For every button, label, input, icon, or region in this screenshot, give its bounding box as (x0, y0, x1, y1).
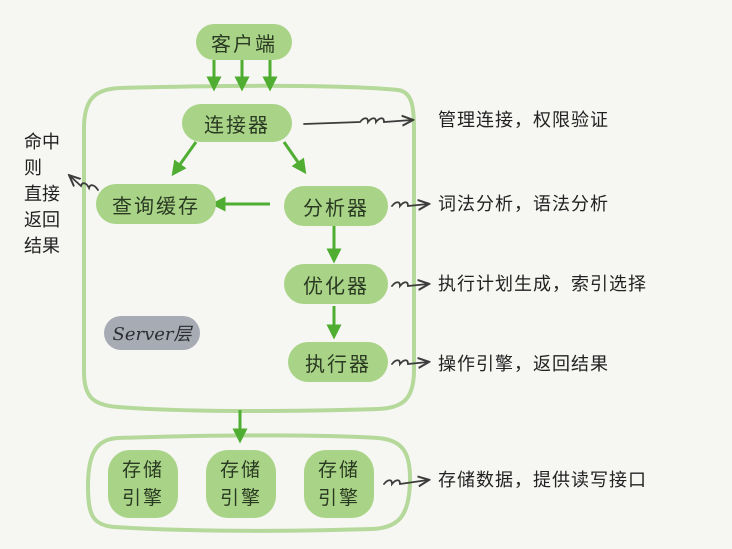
server-layer-label: Server层 (104, 316, 200, 350)
connector-node: 连接器 (182, 104, 292, 142)
connector-to-analyzer-arrow (282, 141, 307, 175)
storage-engine-3-line2: 引擎 (317, 487, 360, 509)
storage-engine-1: 存储 引擎 (108, 450, 178, 518)
cache-hit-arrow (70, 176, 99, 191)
cache-hit-note-line: 则 (24, 158, 42, 179)
cache-hit-note-line: 返回 (24, 210, 60, 231)
query-cache-node: 查询缓存 (96, 184, 216, 224)
storage-engine-3-line1: 存储 (317, 459, 360, 481)
connector-note-arrow (303, 118, 412, 124)
cache-hit-note-line: 结果 (24, 236, 60, 257)
analyzer-note: 词法分析，语法分析 (438, 194, 609, 215)
executor-note: 操作引擎，返回结果 (438, 354, 609, 375)
connector-note: 管理连接，权限验证 (438, 110, 609, 131)
engine-note: 存储数据，提供读写接口 (438, 470, 647, 491)
storage-engine-3: 存储 引擎 (304, 450, 374, 518)
cache-hit-note: 命中 则 直接 返回 结果 (24, 130, 60, 260)
storage-engine-2-line2: 引擎 (219, 487, 262, 509)
optimizer-note-arrow (391, 282, 428, 286)
storage-engine-2-line1: 存储 (219, 459, 262, 481)
executor-node: 执行器 (288, 342, 388, 382)
engine-note-arrow (383, 480, 428, 484)
cache-hit-note-line: 直接 (24, 184, 60, 205)
server-layer-boundary (82, 83, 416, 414)
engine-layer-boundary (85, 433, 413, 533)
storage-engine-1-line2: 引擎 (121, 487, 164, 509)
analyzer-note-arrow (391, 202, 428, 206)
storage-engine-2: 存储 引擎 (206, 450, 276, 518)
storage-engine-1-line1: 存储 (121, 459, 164, 481)
executor-note-arrow (391, 360, 428, 364)
analyzer-node: 分析器 (284, 186, 388, 226)
optimizer-node: 优化器 (284, 264, 388, 304)
cache-hit-note-line: 命中 (24, 132, 60, 153)
client-node: 客户端 (196, 24, 292, 60)
connector-to-cache-arrow (171, 141, 198, 177)
optimizer-note: 执行计划生成，索引选择 (438, 274, 647, 295)
